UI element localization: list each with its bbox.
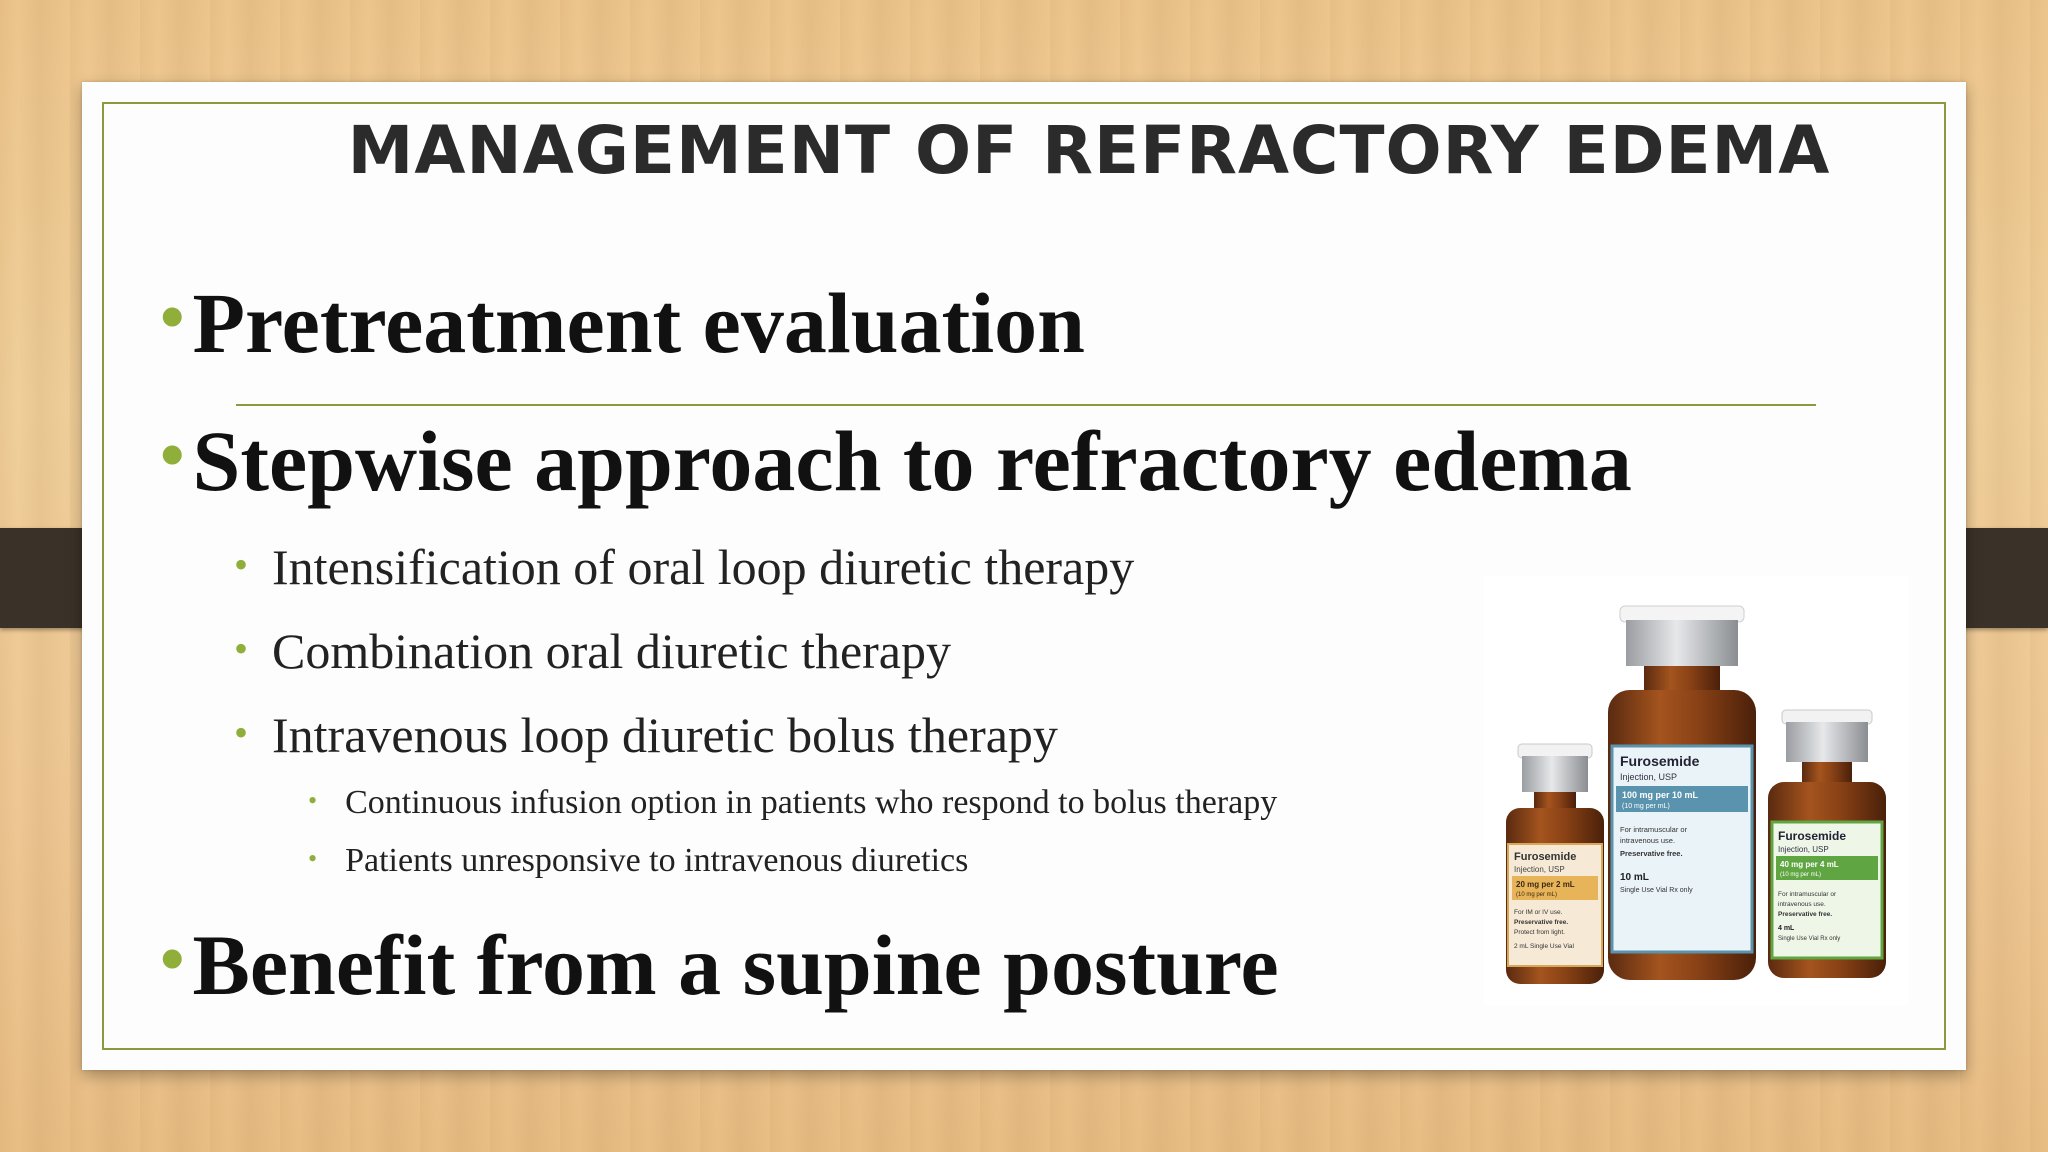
vial-small-foot: 2 mL Single Use Vial — [1514, 943, 1575, 950]
bullet-pretreatment: •Pretreatment evaluation — [160, 280, 1085, 366]
vial-large-line-2: intravenous use. — [1620, 836, 1675, 845]
bullet-text: Stepwise approach to refractory edema — [192, 413, 1632, 509]
vial-large-sub: Injection, USP — [1620, 772, 1677, 782]
furosemide-vials-image: Furosemide Injection, USP 20 mg per 2 mL… — [1484, 576, 1908, 1006]
vial-large-dose: 100 mg per 10 mL — [1622, 790, 1699, 800]
vial-large-brand: Furosemide — [1620, 753, 1700, 769]
vial-large: Furosemide Injection, USP 100 mg per 10 … — [1608, 605, 1756, 980]
bullet-text: Continuous infusion option in patients w… — [345, 784, 1278, 821]
vial-medium: Furosemide Injection, USP 40 mg per 4 mL… — [1768, 709, 1886, 978]
sub-sub-bullet-continuous: • Continuous infusion option in patients … — [308, 786, 1277, 820]
vial-small-line-1: For IM or IV use. — [1514, 909, 1563, 916]
sub-sub-bullet-unresponsive: • Patients unresponsive to intravenous di… — [308, 844, 968, 878]
vial-medium-volume: 4 mL — [1778, 925, 1795, 932]
bullet-text: Benefit from a supine posture — [192, 917, 1279, 1013]
bullet-dot-icon: • — [308, 844, 318, 873]
vial-medium-line-1: For intramuscular or — [1778, 891, 1837, 898]
sub-bullet-combination: • Combination oral diuretic therapy — [234, 626, 951, 676]
slide-frame — [102, 102, 1946, 1050]
vial-large-conc: (10 mg per mL) — [1622, 803, 1670, 810]
bullet-text: Intensification of oral loop diuretic th… — [272, 539, 1135, 595]
vial-medium-sub: Injection, USP — [1778, 845, 1829, 854]
bullet-dot-icon: • — [234, 710, 249, 755]
vial-medium-line-3: Preservative free. — [1778, 911, 1832, 918]
bullet-dot-icon: • — [234, 542, 249, 587]
vials-illustration: Furosemide Injection, USP 20 mg per 2 mL… — [1506, 605, 1886, 984]
vial-large-volume: 10 mL — [1620, 872, 1649, 883]
vial-small-dose: 20 mg per 2 mL — [1516, 880, 1575, 889]
bullet-dot-icon: • — [234, 626, 249, 671]
vial-medium-dose: 40 mg per 4 mL — [1780, 860, 1839, 869]
vial-small: Furosemide Injection, USP 20 mg per 2 mL… — [1506, 743, 1604, 984]
bullet-text: Patients unresponsive to intravenous diu… — [345, 842, 969, 879]
bullet-dot-icon: • — [160, 279, 185, 356]
bullet-text: Intravenous loop diuretic bolus therapy — [272, 707, 1058, 763]
divider-line — [236, 404, 1816, 406]
vial-small-sub: Injection, USP — [1514, 865, 1565, 874]
slide-title: MANAGEMENT OF REFRACTORY EDEMA — [347, 112, 1831, 189]
vial-small-line-3: Protect from light. — [1514, 929, 1565, 936]
bullet-dot-icon: • — [308, 786, 318, 815]
bullet-supine: •Benefit from a supine posture — [160, 922, 1279, 1008]
slide: MANAGEMENT OF REFRACTORY EDEMA •Pretreat… — [82, 82, 1966, 1070]
bullet-dot-icon: • — [160, 417, 185, 494]
vial-large-line-1: For intramuscular or — [1620, 825, 1688, 834]
bullet-stepwise: •Stepwise approach to refractory edema — [160, 418, 1632, 504]
bullet-text: Combination oral diuretic therapy — [272, 623, 951, 679]
vial-large-line-3: Preservative free. — [1620, 849, 1683, 858]
vial-medium-conc: (10 mg per mL) — [1780, 872, 1821, 878]
sub-bullet-intensification: • Intensification of oral loop diuretic t… — [234, 542, 1134, 592]
vial-large-foot: Single Use Vial Rx only — [1620, 887, 1693, 894]
sub-bullet-intravenous: • Intravenous loop diuretic bolus therapy — [234, 710, 1058, 760]
vial-medium-line-2: intravenous use. — [1778, 901, 1826, 908]
vial-small-conc: (10 mg per mL) — [1516, 892, 1557, 898]
vial-small-line-2: Preservative free. — [1514, 919, 1568, 926]
vial-small-brand: Furosemide — [1514, 851, 1576, 863]
bullet-text: Pretreatment evaluation — [192, 275, 1085, 371]
vial-medium-brand: Furosemide — [1778, 829, 1846, 843]
bullet-dot-icon: • — [160, 921, 185, 998]
vial-medium-foot: Single Use Vial Rx only — [1778, 936, 1840, 942]
